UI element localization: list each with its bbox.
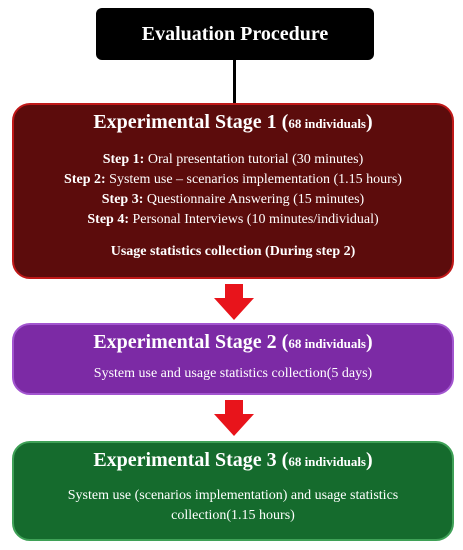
stage-1-title: Experimental Stage 1 (68 individuals) [93,111,373,133]
stage-2-title: Experimental Stage 2 (68 individuals) [93,331,373,353]
title-connector-line [233,60,236,104]
step-1: Step 1: Oral presentation tutorial (30 m… [102,152,364,167]
stage-3-title: Experimental Stage 3 (68 individuals) [93,449,373,471]
stage-3-description: System use (scenarios implementation) an… [67,488,399,523]
stage-3-box: Experimental Stage 3 (68 individuals) Sy… [12,441,454,541]
procedure-title-box: Evaluation Procedure [96,8,374,60]
stage-2-description: System use and usage statistics collecti… [93,366,373,381]
step-2: Step 2: System use – scenarios implement… [64,172,402,187]
stage-1-usage: Usage statistics collection (During step… [110,244,356,259]
step-4: Step 4: Personal Interviews (10 minutes/… [87,212,379,227]
stage-1-individuals: 68 individuals [288,116,366,131]
procedure-title: Evaluation Procedure [141,22,329,45]
stage-1-steps: Step 1: Oral presentation tutorial (30 m… [14,150,452,230]
stage-3-individuals: 68 individuals [288,454,366,469]
stage-1-box: Experimental Stage 1 (68 individuals) St… [12,103,454,279]
stage-2-box: Experimental Stage 2 (68 individuals) Sy… [12,323,454,395]
step-3: Step 3: Questionnaire Answering (15 minu… [101,192,365,207]
arrow-down-icon [214,284,254,320]
stage-2-individuals: 68 individuals [288,336,366,351]
arrow-down-icon [214,400,254,436]
